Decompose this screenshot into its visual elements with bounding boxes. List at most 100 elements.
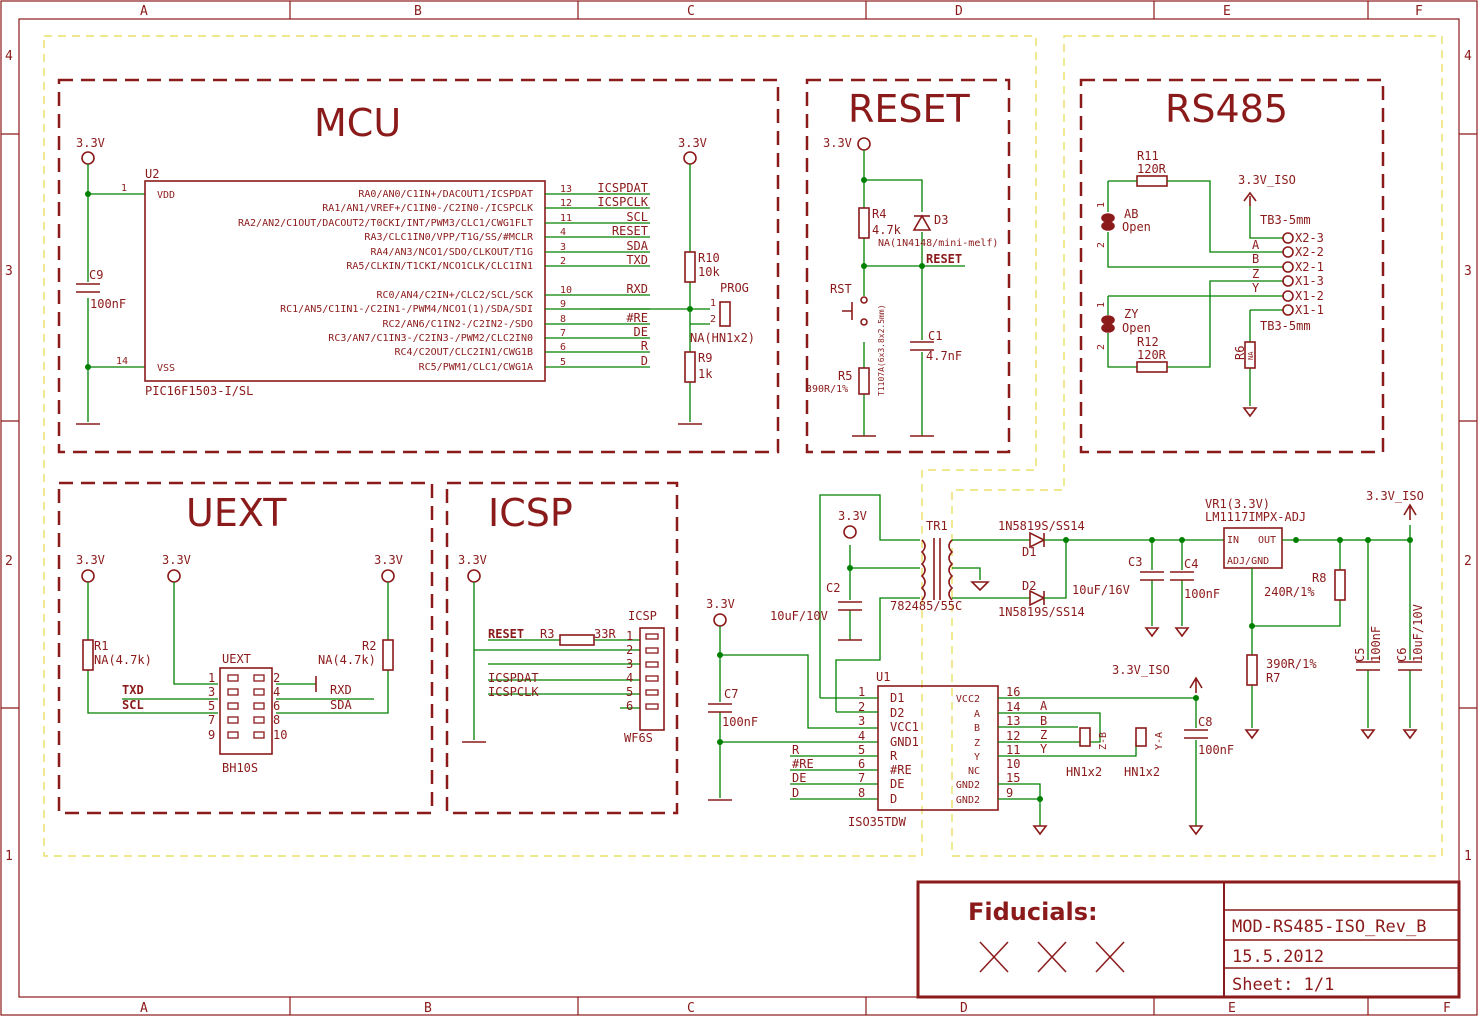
icsp-pin-pad [645,661,659,668]
fiducials-label: Fiducials: [968,898,1098,926]
mcu-pin-name: RC0/AN4/C2IN+/CLC2/SCL/SCK [376,290,533,301]
svg-text:C4: C4 [1184,557,1198,571]
svg-text:A: A [1040,699,1048,713]
uext-pin-pad [253,674,265,682]
col-label: F [1443,1001,1451,1016]
svg-text:HN1x2: HN1x2 [1066,765,1102,779]
svg-text:C5: C5 [1353,648,1367,662]
svg-text:3.3V: 3.3V [838,509,867,523]
terminal-pin [1282,304,1294,316]
row-label: 2 [5,554,13,569]
u1-pin-name: D2 [890,706,904,720]
reset-circuit: 3.3V R4 4.7k D3 NA(1N4148/mini-melf) RES… [806,136,998,437]
svg-text:3.3V: 3.3V [374,553,403,567]
svg-text:ICSPDAT: ICSPDAT [488,671,539,685]
svg-text:R2: R2 [362,639,376,653]
svg-text:Z: Z [1040,728,1047,742]
u1-pin-name: B [974,723,980,734]
uext-pin-number: 8 [273,713,280,727]
u1-pin-name: GND2 [956,795,980,806]
svg-text:C2: C2 [826,581,840,595]
svg-text:NA(4.7k): NA(4.7k) [94,653,152,667]
svg-text:IN: IN [1227,535,1239,546]
svg-text:782485/55C: 782485/55C [890,599,962,613]
mcu-pin-number: 10 [560,285,572,296]
u1-pin-name: A [974,709,980,720]
svg-text:3.3V_ISO: 3.3V_ISO [1112,663,1170,677]
mcu-chip [144,180,546,382]
svg-text:120R: 120R [1137,348,1167,362]
svg-text:TB3-5mm: TB3-5mm [1260,319,1311,333]
svg-text:TB3-5mm: TB3-5mm [1260,213,1311,227]
mcu-pin-number: 8 [560,314,566,325]
u1-pin-number: 7 [858,771,865,785]
power-label: 3.3V [76,136,105,150]
uext-pin-pad [253,731,265,739]
icsp-pin-number: 1 [626,629,633,643]
c9-ref: C9 [89,268,103,282]
svg-text:2: 2 [1096,242,1107,248]
svg-text:HN1x2: HN1x2 [1124,765,1160,779]
section-title-icsp: ICSP [488,491,573,535]
svg-text:R8: R8 [1312,571,1326,585]
c9-value: 100nF [90,297,126,311]
svg-text:RST: RST [830,282,852,296]
u1-pin-name: GND2 [956,780,980,791]
row-label: 2 [1464,554,1472,569]
terminal-pin-label: X1-1 [1295,303,1324,317]
mcu-pin-number: 9 [560,299,566,310]
col-label: D [955,4,963,19]
prog-value: NA(HN1x2) [690,331,755,345]
uext-pin-number: 4 [273,685,280,699]
mcu-pin-name: RA0/AN0/C1IN+/DACOUT1/ICSPDAT [358,189,533,200]
svg-text:ICSPCLK: ICSPCLK [488,685,539,699]
mcu-pin-number: 11 [560,213,572,224]
uext-pin-number: 5 [208,699,215,713]
u1-pin-name: VCC2 [956,694,980,705]
mcu-pin-name: RC2/AN6/C1IN2-/C2IN2-/SDO [382,319,533,330]
row-label: 4 [5,49,13,64]
icsp-pin-number: 5 [626,685,633,699]
rs485-circuit: R11 120R AB Open 1 2 ZY Open 1 2 R12 120… [1096,149,1311,418]
terminal-pin-label: X2-2 [1295,245,1324,259]
svg-text:ICSP: ICSP [628,609,657,623]
svg-text:TXD: TXD [122,683,144,697]
icsp-pin-pad [645,647,659,654]
mcu-right-circuit: 3.3V R10 10k R9 1k 1 2 PROG NA(HN1x2) [600,136,755,425]
svg-text:Y: Y [1040,742,1048,756]
uext-pin-pad [253,688,265,696]
mcu-pin-number: 5 [560,357,566,368]
uext-pin-number: 3 [208,685,215,699]
svg-text:240R/1%: 240R/1% [1264,585,1315,599]
row-label: 1 [1464,849,1472,864]
u1-pin-name: Z [974,738,980,749]
svg-text:R6: R6 [1233,346,1247,360]
uext-pin-number: 6 [273,699,280,713]
u1-pin-number: 14 [1006,700,1020,714]
svg-text:R4: R4 [872,207,886,221]
svg-text:100nF: 100nF [1184,587,1220,601]
svg-text:4.7nF: 4.7nF [926,349,962,363]
svg-text:100nF: 100nF [1369,626,1383,662]
row-label: 1 [5,849,13,864]
board-name: MOD-RS485-ISO_Rev_B [1232,917,1426,937]
svg-text:T1107A(6x3.8x2.5mm): T1107A(6x3.8x2.5mm) [877,304,886,396]
terminal-pin [1282,290,1294,302]
uext-pin-number: 9 [208,728,215,742]
section-title-reset: RESET [848,87,971,131]
svg-text:1: 1 [710,298,716,309]
svg-text:BH10S: BH10S [222,761,258,775]
rs485-block [1079,78,1385,454]
svg-text:3.3V_ISO: 3.3V_ISO [1238,173,1296,187]
svg-text:R11: R11 [1137,149,1159,163]
svg-text:D1: D1 [1022,545,1036,559]
title-block: Fiducials: MOD-RS485-ISO_Rev_B 15.5.2012… [916,880,1461,999]
u1-pin-name: R [890,749,898,763]
svg-text:C6: C6 [1395,648,1409,662]
u1-pin-number: 15 [1006,771,1020,785]
u1-pin-name: NC [968,766,980,777]
uext-pin-number: 2 [273,671,280,685]
frame-labels: A B C D E F A B C D E F 4 3 2 1 4 3 2 1 [5,4,1472,1016]
